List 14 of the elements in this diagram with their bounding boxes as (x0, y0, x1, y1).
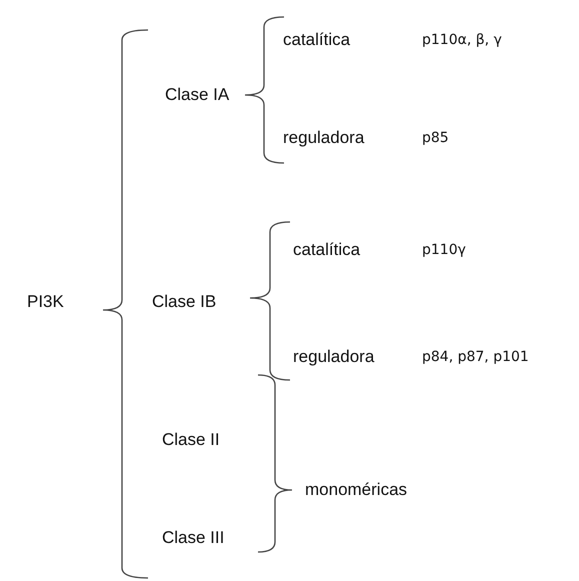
term-label: catalítica (283, 30, 350, 50)
term-label: reguladora (293, 347, 374, 367)
term-label: Clase IB (152, 292, 216, 312)
term-label: monoméricas (305, 480, 408, 500)
term-label: p84, p87, p101 (422, 349, 529, 365)
term-label: p110α, β, γ (422, 32, 502, 48)
term-label: reguladora (283, 128, 364, 148)
term-label: Clase II (162, 430, 220, 450)
term-label: PI3K (27, 292, 64, 312)
term-label: Clase IA (165, 85, 230, 105)
term-label: p110γ (422, 242, 466, 258)
term-label: p85 (422, 130, 449, 146)
term-label: catalítica (293, 240, 360, 260)
term-label: Clase III (162, 528, 224, 548)
